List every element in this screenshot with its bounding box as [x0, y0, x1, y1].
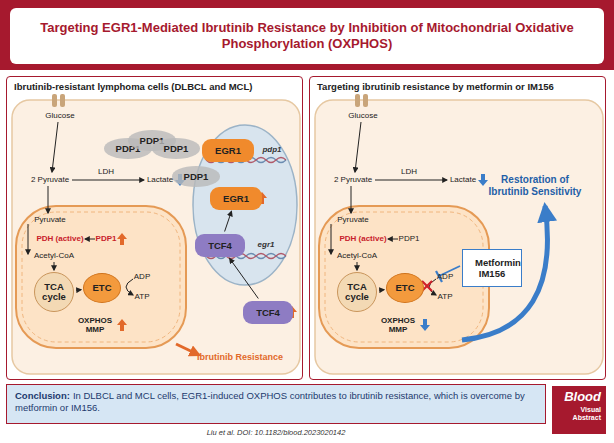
node-text: TCF4: [201, 236, 239, 255]
text-label: LDH: [401, 167, 417, 176]
text-label: Ibrutinib Resistance: [197, 352, 283, 362]
title-banner: [0, 0, 614, 70]
text-label: ATP: [135, 292, 150, 301]
text-label: ADP: [437, 272, 453, 281]
text-label: Liu et al. DOI: 10.1182/blood.2023020142: [207, 429, 346, 438]
panel: Targeting ibrutinib resistance by metfor…: [309, 76, 606, 380]
text-label: PDP1: [96, 234, 117, 243]
pdp1-protein: PDP1: [172, 166, 221, 187]
node-text: ETC: [389, 279, 422, 297]
text-label: Acetyl-CoA: [34, 251, 74, 260]
text-label: PDP1: [399, 234, 420, 243]
tca-cycle: TCA cycle: [34, 272, 74, 312]
text-label: PDH (active): [36, 234, 83, 243]
text-label: 2 Pyruvate: [31, 175, 69, 184]
text-label: Glucose: [45, 111, 74, 120]
nucleus: [193, 125, 297, 285]
node-text: EGR1: [216, 189, 256, 208]
increase-arrow: [117, 233, 127, 245]
text-label: egr1: [258, 240, 275, 249]
node-text: TCA cycle: [35, 278, 73, 306]
text-label: Pyruvate: [337, 215, 369, 224]
etc-complex: ETC: [386, 273, 424, 303]
journal-logo: BloodVisual Abstract: [552, 386, 606, 434]
pdp1-protein: PDP1: [152, 138, 201, 159]
text-label: Lactate: [450, 175, 476, 184]
text-label: ATP: [438, 292, 453, 301]
connector-arrow: [76, 289, 81, 290]
text-label: Lactate: [147, 175, 173, 184]
node-text: EGR1: [208, 141, 248, 160]
title-box: [10, 8, 604, 64]
resistance-arrow: [176, 344, 199, 355]
egr1-protein: EGR1: [202, 139, 254, 162]
node-text: Visual Abstract: [557, 406, 601, 421]
tca-cycle: TCA cycle: [337, 272, 377, 312]
text-label: Pyruvate: [34, 215, 66, 224]
tcf4-protein: TCF4: [243, 301, 293, 324]
panel: Ibrutinib-resistant lymphoma cells (DLBC…: [6, 76, 303, 380]
node-text: Metformin IM156: [468, 253, 516, 284]
connector-arrow: [225, 212, 232, 232]
etc-complex: ETC: [83, 273, 121, 303]
text-label: ADP: [134, 272, 150, 281]
node-text: ETC: [86, 279, 119, 297]
text-label: PDH (active): [339, 234, 386, 243]
egr1-protein: EGR1: [210, 187, 262, 210]
text-label: Acetyl-CoA: [337, 251, 377, 260]
node-text: Targeting ibrutinib resistance by metfor…: [310, 77, 605, 96]
node-text: PDP1: [157, 139, 196, 158]
connector-arrow: [379, 289, 384, 290]
node-text: TCA cycle: [338, 278, 376, 306]
node-text: Ibrutinib-resistant lymphoma cells (DLBC…: [7, 77, 302, 96]
node-text: In DLBCL and MCL cells, EGR1-induced OXP…: [15, 390, 525, 413]
connector-arrow: [230, 259, 259, 299]
increase-arrow: [117, 319, 127, 331]
node-text: Conclusion:: [15, 390, 70, 401]
node-text: Blood: [557, 390, 601, 404]
decrease-arrow: [420, 319, 430, 331]
title: Targeting EGR1-Mediated Ibrutinib Resist…: [16, 10, 598, 62]
text-label: OXPHOS MMP: [75, 316, 115, 334]
text-label: Glucose: [348, 111, 377, 120]
text-label: OXPHOS MMP: [378, 316, 418, 334]
cell-illustration: [12, 94, 300, 374]
text-label: LDH: [98, 167, 114, 176]
tcf4-protein: TCF4: [195, 234, 245, 257]
cell-illustration: [315, 94, 603, 374]
drug-box: Metformin IM156: [462, 249, 522, 288]
restoration-arrow: [462, 206, 547, 340]
node-text: TCF4: [249, 303, 287, 322]
node-text: PDP1: [177, 167, 216, 186]
text-label: 2 Pyruvate: [334, 175, 372, 184]
text-label: Restoration of Ibrutinib Sensitivity: [485, 174, 585, 197]
text-label: pdp1: [262, 145, 281, 154]
conclusion-box: Conclusion:In DLBCL and MCL cells, EGR1-…: [6, 384, 546, 424]
